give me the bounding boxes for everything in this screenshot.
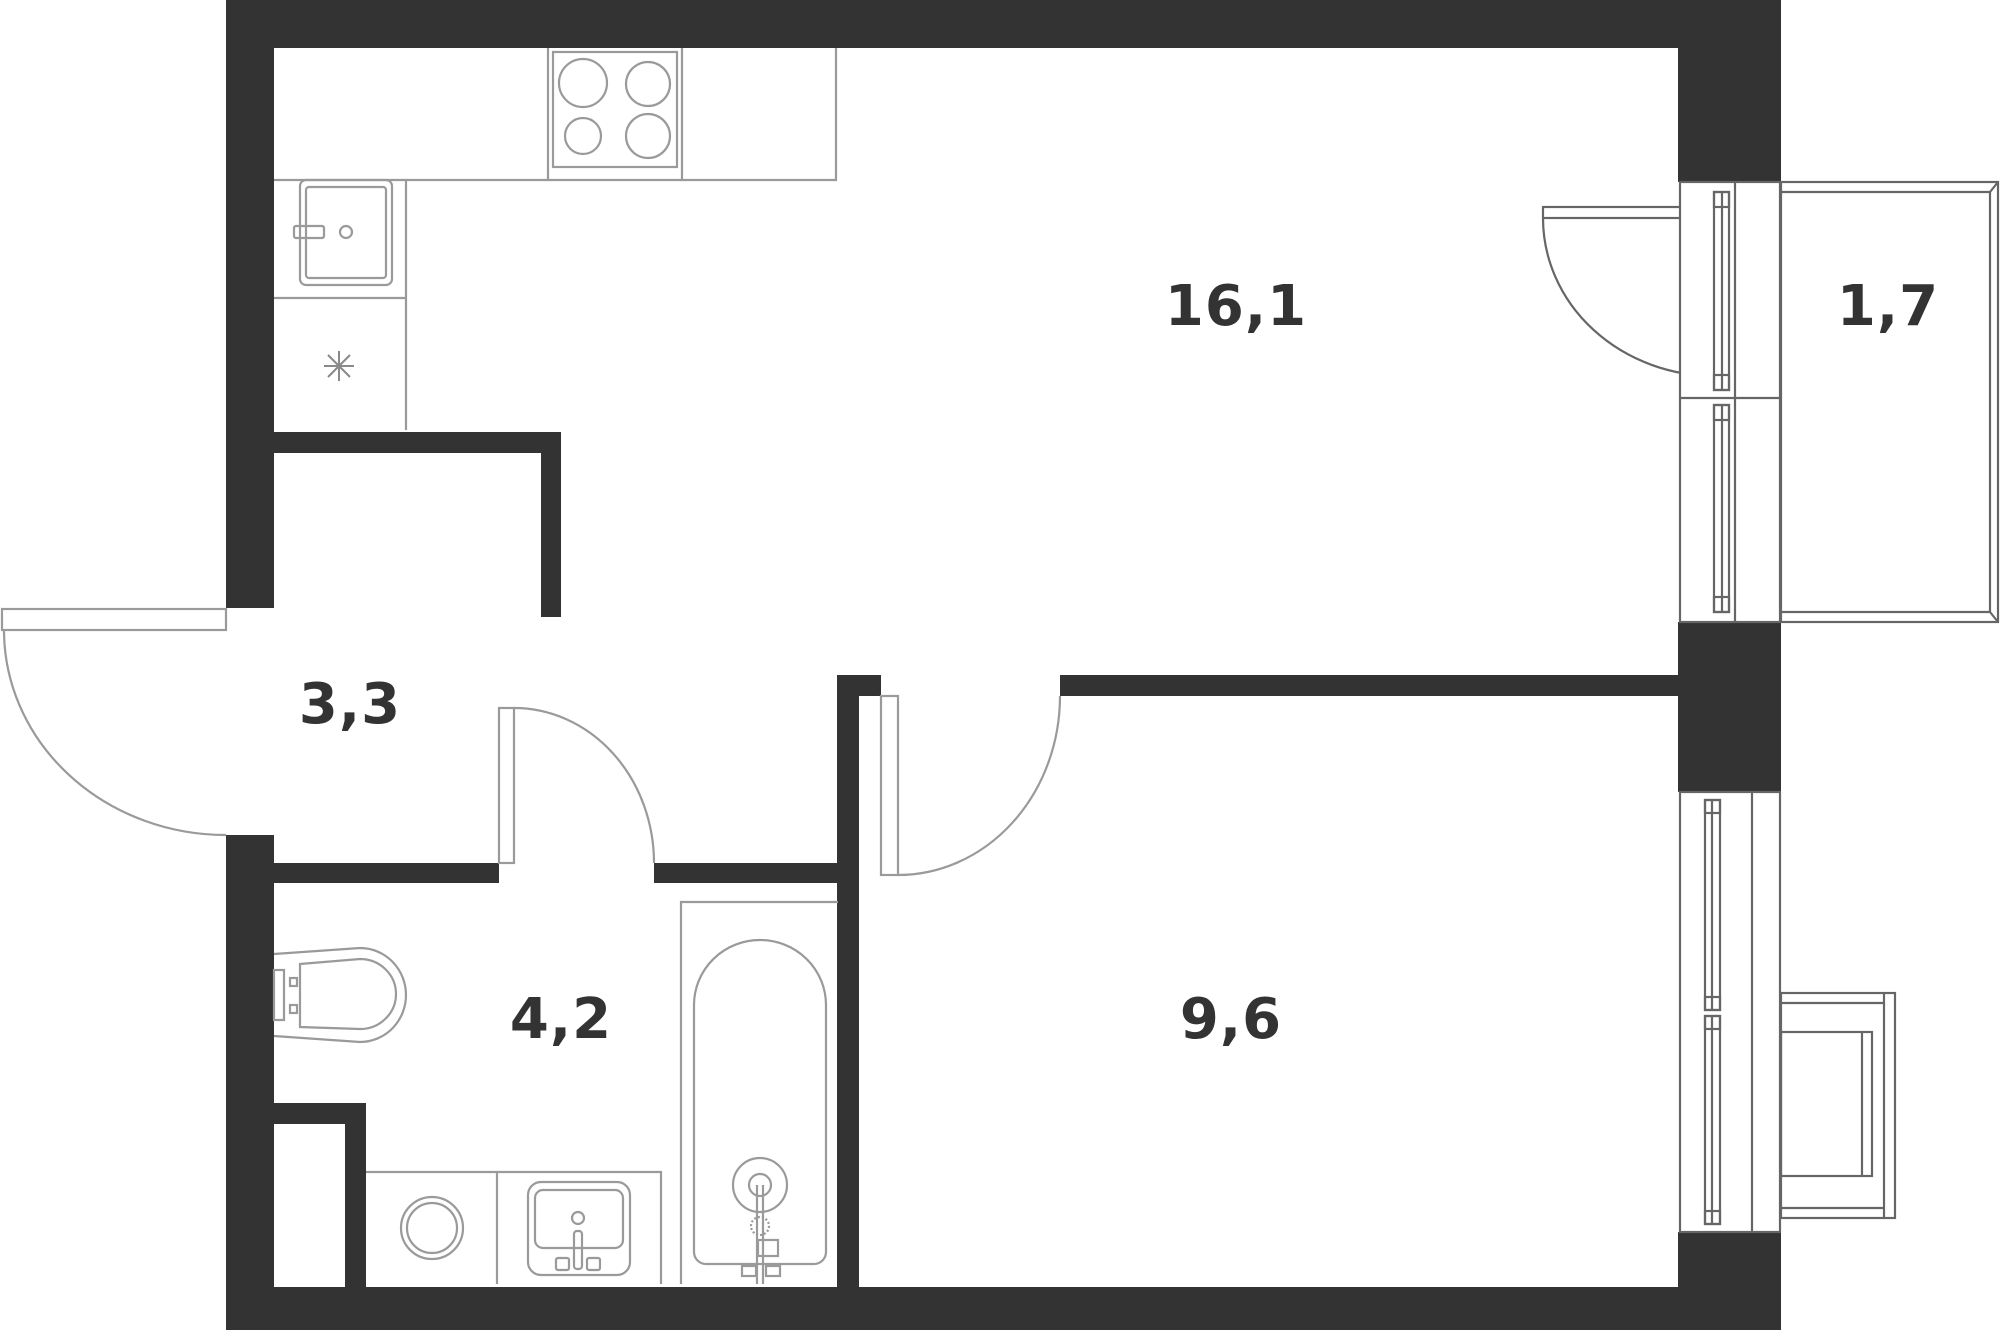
bedroom-door[interactable] (879, 694, 1062, 877)
balcony-outline (1779, 180, 2000, 624)
room-area-bedroom: 9,6 (1179, 987, 1283, 1052)
wall-bath-bedroom (837, 675, 859, 1287)
room-area-hallway: 3,3 (298, 672, 402, 737)
wall-top (226, 0, 1781, 48)
wall-shaft-top (274, 1103, 366, 1124)
bathtub-icon (679, 900, 838, 1284)
wall-right-bottom (1678, 1232, 1781, 1330)
fridge-icon (324, 351, 354, 381)
wall-bath-top-right (654, 863, 839, 883)
wall-left-lower (226, 835, 274, 1330)
room-area-bathroom: 4,2 (509, 987, 613, 1052)
entry-door[interactable] (0, 607, 228, 837)
wall-right-middle (1678, 622, 1781, 792)
wall-hall-top (274, 432, 561, 453)
wall-right-top (1678, 0, 1781, 182)
window-bedroom (1678, 790, 1782, 1234)
wall-bath-top-left (274, 863, 499, 883)
wall-bottom (226, 1287, 1781, 1330)
bathroom-sink-icon (497, 1170, 663, 1284)
wall-left-upper (226, 0, 274, 608)
ac-unit-icon (1779, 991, 1897, 1220)
wall-shaft-right (345, 1103, 366, 1287)
window-kitchen (1678, 180, 1782, 624)
room-area-balcony: 1,7 (1836, 274, 1940, 339)
kitchen-sink-icon (292, 178, 394, 287)
room-area-living-kitchen: 16,1 (1164, 274, 1308, 339)
wall-bedroom-top (1060, 675, 1678, 696)
wall-hall-right (541, 432, 561, 617)
toilet-icon (272, 946, 408, 1044)
bathroom-door[interactable] (497, 706, 656, 865)
interior-walls (274, 432, 1678, 1287)
kitchen-counter (274, 48, 838, 430)
wall-bedroom-door-cap (837, 675, 881, 696)
washing-machine-icon (366, 1170, 499, 1284)
stove-icon (546, 48, 684, 180)
exterior-walls (226, 0, 1781, 1330)
